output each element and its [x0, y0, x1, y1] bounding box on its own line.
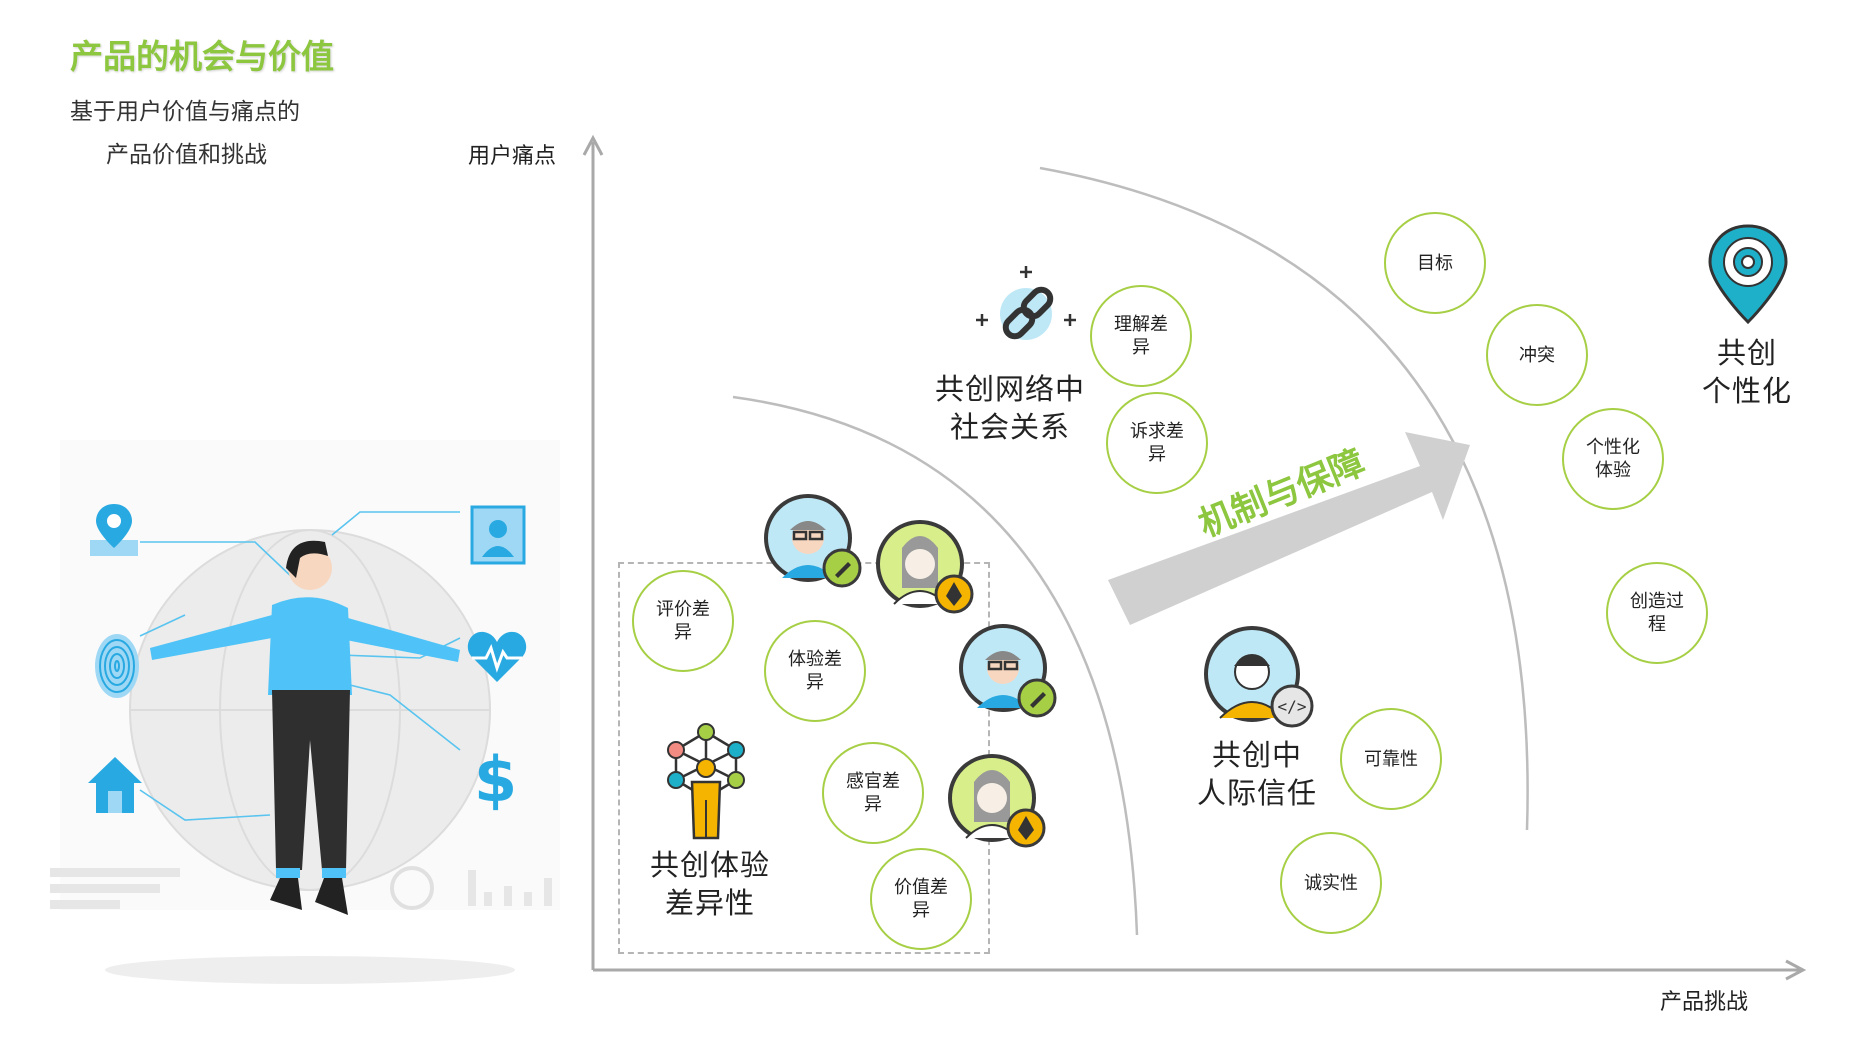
- designer-avatar-icon-2: [948, 754, 1046, 848]
- bubble-appeal-difference: 诉求差异: [1106, 392, 1208, 494]
- mechanism-arrow: [1108, 432, 1470, 625]
- bubble-conflict: 冲突: [1486, 304, 1588, 406]
- bubble-experience-difference: 体验差异: [764, 620, 866, 722]
- svg-text:</>: </>: [1278, 697, 1307, 716]
- bubble-goal: 目标: [1384, 212, 1486, 314]
- trust-group-title: 共创中 人际信任: [1196, 738, 1317, 810]
- bubble-sensory-difference: 感官差异: [822, 742, 924, 844]
- bubble-honesty: 诚实性: [1280, 832, 1382, 934]
- portrait-icon: [470, 505, 526, 565]
- experience-group-title: 共创体验 差异性: [649, 848, 770, 920]
- designer-avatar-icon: [876, 520, 974, 614]
- y-axis-arrowhead: [582, 134, 604, 156]
- house-icon: [88, 757, 142, 813]
- gear-pin-icon: [1708, 224, 1788, 325]
- network-person-icon: [667, 723, 745, 840]
- bubble-reliability: 可靠性: [1340, 708, 1442, 810]
- subtitle-line-2: 产品价值和挑战: [106, 142, 267, 168]
- arc-inner: [732, 395, 1139, 936]
- arc-outer: [1039, 166, 1529, 831]
- personal-group-title: 共创 个性化: [1701, 336, 1792, 408]
- person-illustration: [50, 440, 560, 984]
- location-pin-icon: [90, 504, 138, 556]
- bubble-understanding-difference: 理解差异: [1090, 285, 1192, 387]
- bubble-value-difference: 价值差异: [870, 848, 972, 950]
- fingerprint-icon: [95, 634, 139, 698]
- heart-rate-icon: [467, 631, 527, 682]
- y-axis-label: 用户痛点: [468, 144, 557, 169]
- reviewer-avatar-icon: [764, 494, 862, 588]
- bubble-creation-process: 创造过程: [1606, 562, 1708, 664]
- x-axis-arrowhead: [1785, 959, 1807, 981]
- social-group-title: 共创网络中 社会关系: [934, 372, 1085, 444]
- dollar-icon: $: [474, 743, 518, 816]
- developer-avatar-icon: </>: [1204, 626, 1314, 728]
- x-axis-label: 产品挑战: [1660, 990, 1749, 1015]
- reviewer-avatar-icon-2: [959, 624, 1057, 718]
- page-title: 产品的机会与价值: [70, 37, 334, 76]
- subtitle-line-1: 基于用户价值与痛点的: [70, 99, 300, 125]
- bubble-rating-difference: 评价差异: [632, 570, 734, 672]
- chain-link-icon: [976, 266, 1076, 340]
- bubble-personalized-experience: 个性化体验: [1562, 408, 1664, 510]
